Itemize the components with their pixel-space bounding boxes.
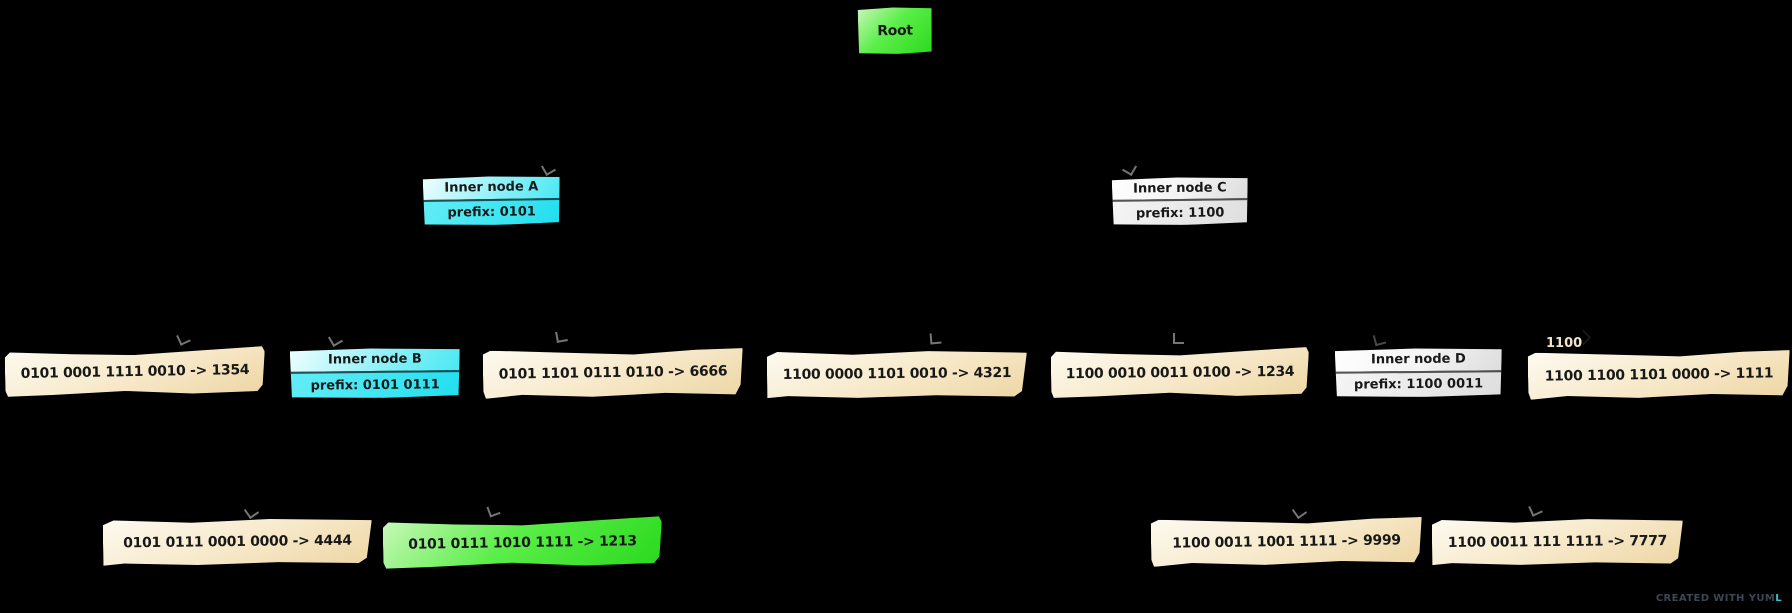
node-leaf-1111: 1100 1100 1101 0000 -> 1111 (1528, 349, 1791, 400)
node-leaf-4321: 1100 0000 1101 0010 -> 4321 (767, 349, 1027, 399)
node-inner-a: Inner node A prefix: 0101 (423, 175, 561, 226)
arrowhead-icon (1173, 333, 1184, 344)
node-leaf-7777-label: 1100 0011 111 1111 -> 7777 (1447, 532, 1668, 551)
node-root: Root (858, 6, 933, 54)
node-leaf-9999-label: 1100 0011 1001 1111 -> 9999 (1172, 531, 1401, 552)
node-leaf-9999: 1100 0011 1001 1111 -> 9999 (1151, 516, 1423, 567)
node-inner-d: Inner node D prefix: 1100 0011 (1335, 347, 1502, 397)
node-leaf-4444-label: 0101 0111 0001 0000 -> 4444 (123, 532, 352, 551)
yuml-watermark-accent: L (1775, 593, 1782, 604)
arrowhead-icon (929, 332, 942, 345)
arrowhead-icon (1528, 502, 1543, 517)
node-leaf-7777: 1100 0011 111 1111 -> 7777 (1432, 517, 1683, 566)
node-inner-c: Inner node C prefix: 1100 (1112, 176, 1249, 226)
clipped-node-text-fragment: 1100 (1546, 336, 1583, 351)
node-inner-b-title: Inner node B (290, 347, 460, 372)
arrowhead-icon (243, 503, 260, 520)
node-leaf-6666: 0101 1101 0111 0110 -> 6666 (483, 347, 744, 399)
node-leaf-1354: 0101 0001 1111 0010 -> 1354 (5, 346, 266, 398)
node-inner-c-title: Inner node C (1112, 176, 1248, 200)
node-leaf-1234-label: 1100 0010 0011 0100 -> 1234 (1065, 363, 1295, 382)
node-inner-c-prefix: prefix: 1100 (1112, 198, 1248, 226)
arrowhead-icon (540, 160, 557, 177)
node-inner-a-prefix: prefix: 0101 (423, 198, 560, 226)
arrowhead-icon (486, 503, 501, 518)
arrowhead-icon (1121, 160, 1138, 177)
node-inner-d-prefix: prefix: 1100 0011 (1335, 370, 1502, 398)
arrowhead-icon (327, 331, 344, 348)
node-leaf-1213-label: 0101 0111 1010 1111 -> 1213 (408, 532, 637, 553)
node-leaf-4321-label: 1100 0000 1101 0010 -> 4321 (782, 365, 1012, 383)
node-leaf-6666-label: 0101 1101 0111 0110 -> 6666 (498, 363, 728, 383)
node-leaf-1213: 0101 0111 1010 1111 -> 1213 (383, 516, 663, 569)
node-leaf-1234: 1100 0010 0011 0100 -> 1234 (1051, 347, 1309, 399)
yuml-watermark-main: CREATED WITH YUM (1655, 593, 1776, 604)
arrowhead-icon (1372, 332, 1387, 347)
node-root-label: Root (877, 22, 913, 39)
node-leaf-4444: 0101 0111 0001 0000 -> 4444 (103, 516, 373, 566)
node-inner-a-title: Inner node A (423, 175, 560, 199)
arrowhead-icon (176, 331, 191, 346)
yuml-watermark: CREATED WITH YUML (1656, 593, 1782, 604)
node-inner-b: Inner node B prefix: 0101 0111 (290, 347, 461, 399)
node-leaf-1111-label: 1100 1100 1101 0000 -> 1111 (1544, 364, 1774, 385)
arrowhead-icon (555, 330, 568, 343)
node-inner-d-title: Inner node D (1335, 347, 1502, 371)
arrowhead-icon (1291, 503, 1308, 520)
node-leaf-1354-label: 0101 0001 1111 0010 -> 1354 (20, 361, 250, 382)
node-inner-b-prefix: prefix: 0101 0111 (290, 370, 460, 399)
